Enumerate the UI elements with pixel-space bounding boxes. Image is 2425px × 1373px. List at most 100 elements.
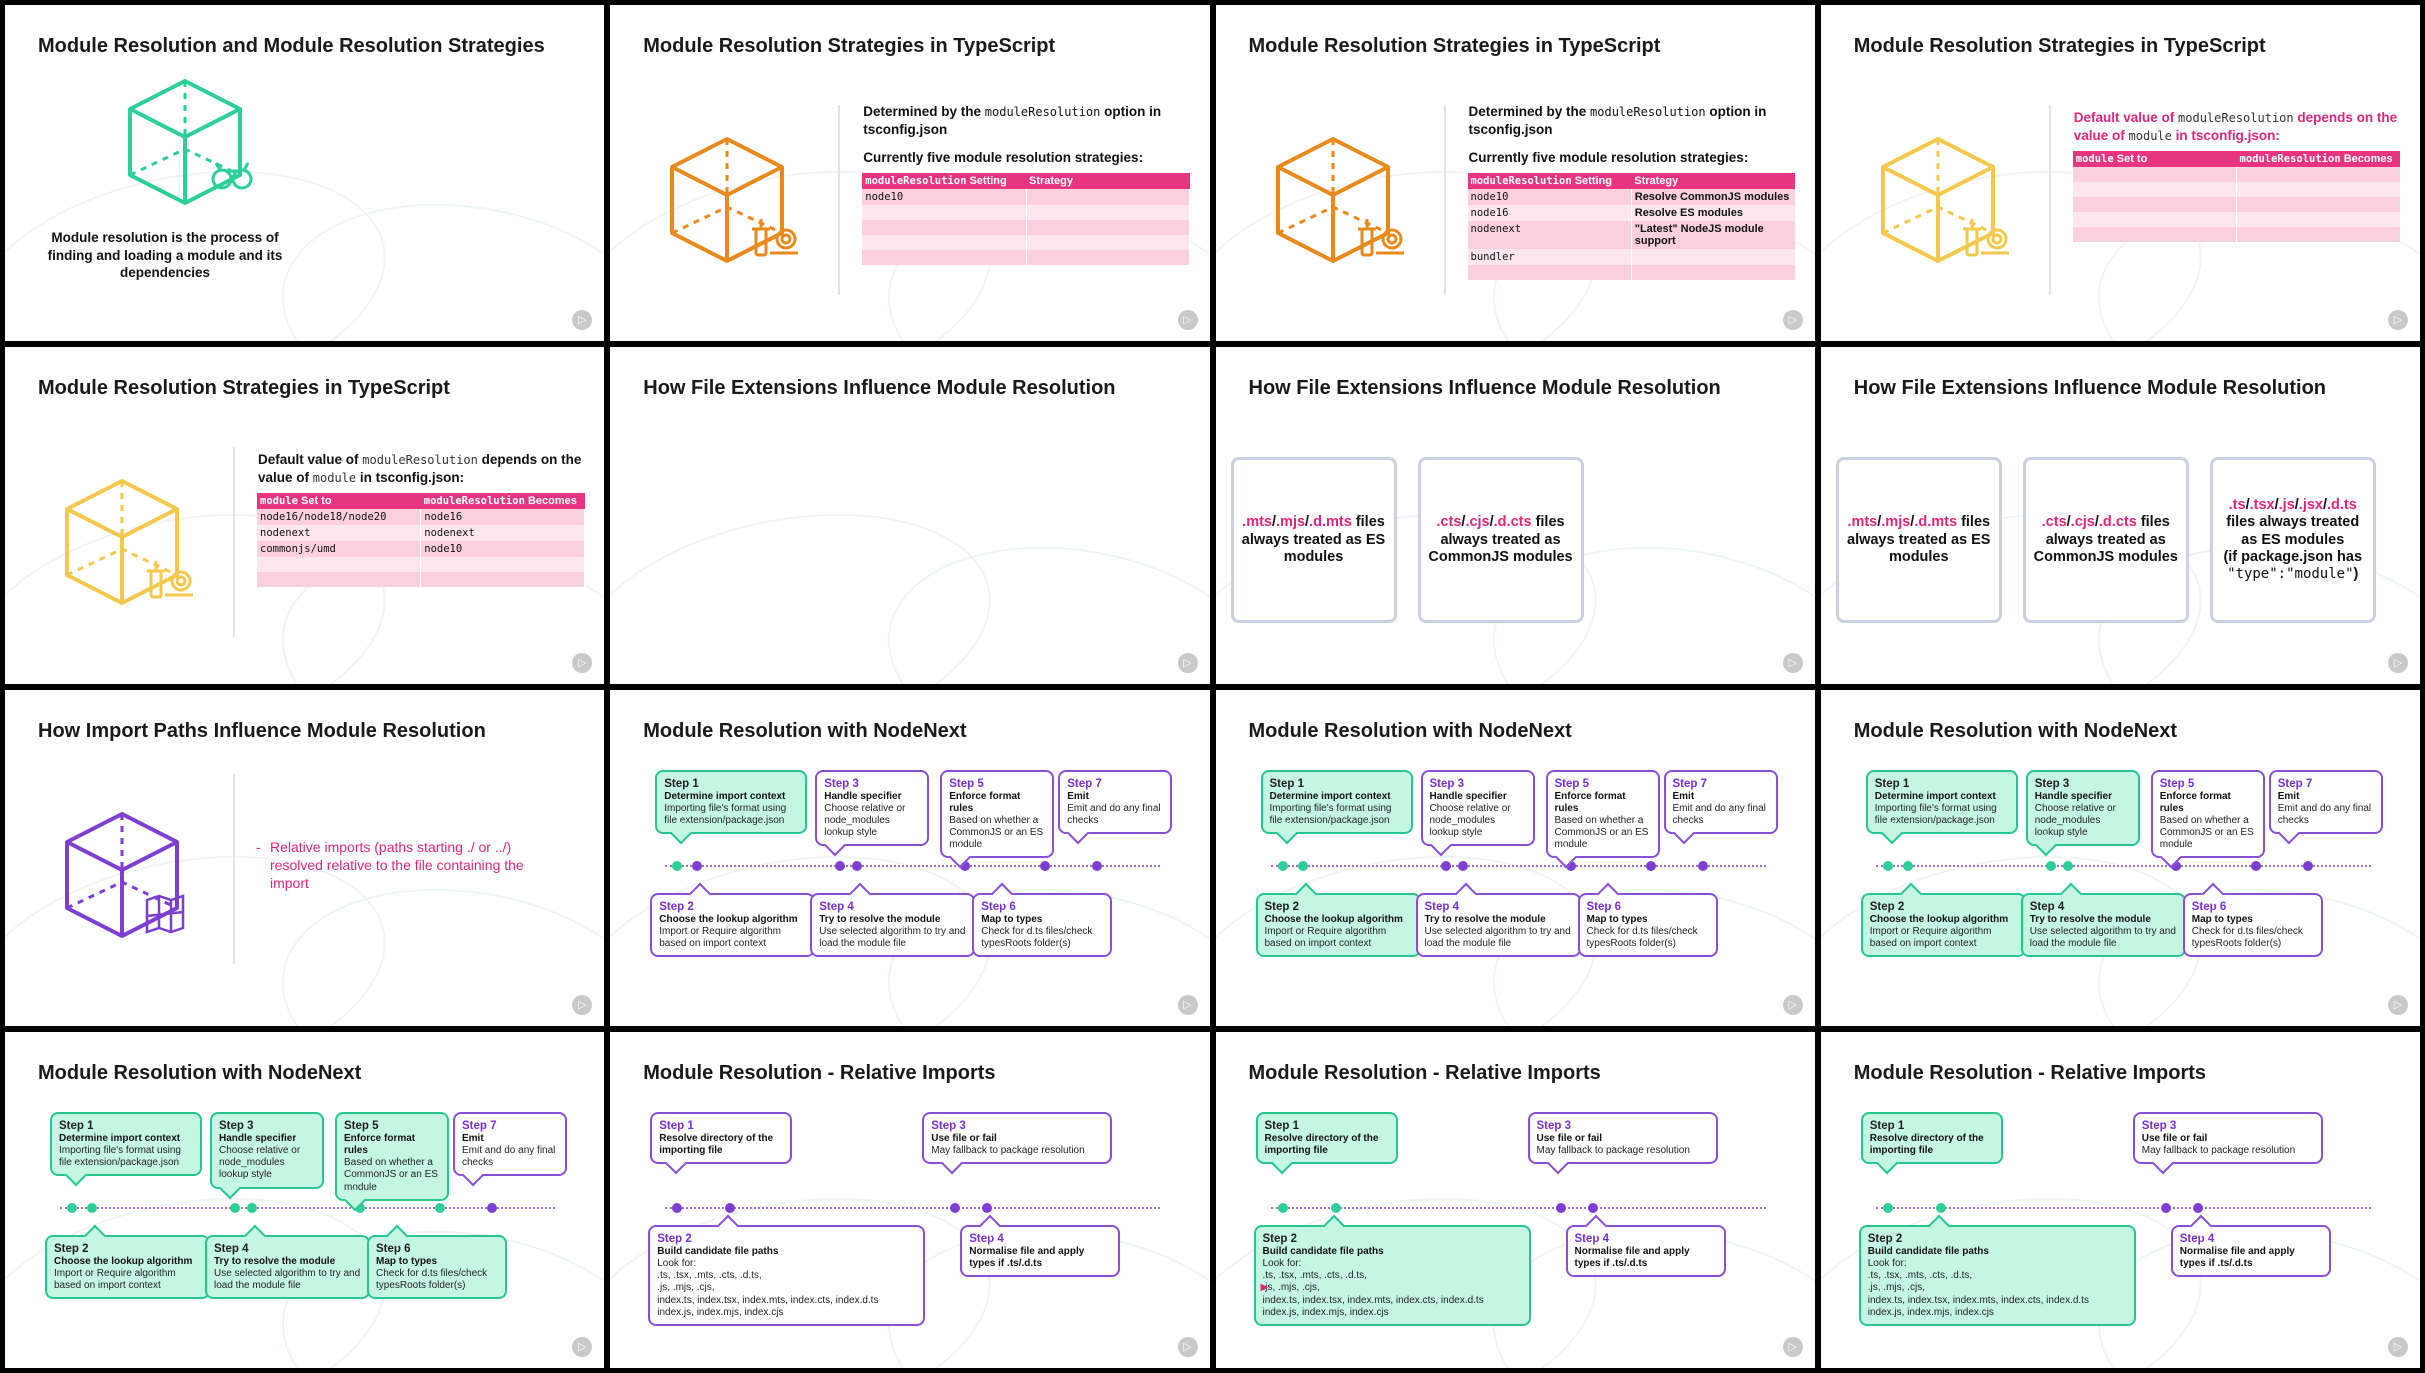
presenter-logo-icon: ▷ — [2388, 994, 2408, 1015]
cube-map-icon — [47, 800, 197, 955]
table-cell — [257, 557, 422, 573]
step-desc: Import or Require algorithm based on imp… — [54, 1267, 176, 1292]
slide-9[interactable]: How Import Paths Influence Module Resolu… — [5, 689, 605, 1026]
step-number: Step 5 — [1554, 777, 1590, 790]
step-desc: Emit and do any final checks — [2277, 802, 2372, 826]
step-title: Enforce format rules — [2159, 790, 2231, 814]
timeline-dot — [1330, 1202, 1341, 1213]
slide-2[interactable]: Module Resolution Strategies in TypeScri… — [610, 5, 1210, 342]
candidate-path: .ts, .tsx, .mts, .cts, .d.ts, — [1867, 1270, 1973, 1282]
step-desc: May fallback to package resolution — [1536, 1144, 1690, 1156]
timeline-dot — [2045, 860, 2056, 871]
timeline-dot — [672, 1202, 683, 1213]
timeline-dot — [355, 1202, 365, 1213]
determined-by-text: Determined by the moduleResolution optio… — [863, 104, 1162, 137]
slide-title: Module Resolution Strategies in TypeScri… — [1248, 35, 1661, 57]
step-desc: Based on whether a CommonJS or an ES mod… — [949, 814, 1044, 851]
table-header-setting: moduleResolution Setting — [862, 173, 1026, 189]
step-number: Step 2 — [659, 900, 694, 913]
table-row: node10 — [862, 189, 1191, 205]
candidate-path: index.js, index.mjs, index.cjs — [1262, 1306, 1389, 1318]
step-desc: Importing file's format using file exten… — [59, 1144, 181, 1169]
step-desc: Emit and do any final checks — [1067, 802, 1161, 826]
slide-15[interactable]: Module Resolution - Relative Imports▷Ste… — [1215, 1031, 1815, 1368]
table-header-module: module Set to — [257, 493, 421, 510]
cube-tools-icon — [47, 467, 197, 622]
step-desc: Choose relative or node_modules lookup s… — [1429, 802, 1511, 839]
slide-16[interactable]: Module Resolution - Relative Imports▷Ste… — [1820, 1031, 2420, 1368]
pointer-icon: ▶ — [1260, 1282, 1269, 1294]
presenter-logo-icon: ▷ — [1782, 310, 1803, 331]
slide-6[interactable]: How File Extensions Influence Module Res… — [610, 347, 1210, 684]
step-number: Step 4 — [1424, 900, 1460, 913]
step-desc: Choose relative or node_modules lookup s… — [824, 802, 906, 839]
step-title: Resolve directory of the importing file — [1264, 1132, 1379, 1156]
table-cell — [862, 205, 1027, 220]
step-desc: Importing file's format using file exten… — [1874, 802, 1997, 826]
presenter-logo-icon: ▷ — [1782, 652, 1803, 673]
slide-3[interactable]: Module Resolution Strategies in TypeScri… — [1215, 5, 1815, 342]
table-row — [862, 220, 1191, 235]
table-cell — [1026, 205, 1191, 220]
step-title: Handle specifier — [1429, 790, 1507, 802]
divider — [2048, 105, 2051, 295]
candidate-path: index.js, index.mjs, index.cjs — [657, 1306, 784, 1318]
slide-4[interactable]: Module Resolution Strategies in TypeScri… — [1820, 5, 2420, 342]
table-row — [257, 557, 585, 573]
step-number: Step 4 — [2029, 900, 2065, 913]
timeline-dot — [1565, 860, 1576, 871]
step-number: Step 2 — [1262, 1232, 1298, 1245]
candidate-path: index.ts, index.tsx, index.mts, index.ct… — [657, 1294, 879, 1306]
divider — [233, 447, 235, 638]
step-desc: Check for d.ts files/check typesRoots fo… — [376, 1267, 488, 1292]
step-number: Step 5 — [2159, 777, 2195, 790]
strategies-count-text: Currently five module resolution strateg… — [1468, 150, 1749, 165]
candidate-path: index.js, index.mjs, index.cjs — [1867, 1306, 1994, 1318]
timeline-dot — [87, 1202, 97, 1213]
step-number: Step 3 — [1429, 777, 1465, 790]
presenter-logo-icon: ▷ — [1177, 310, 1198, 331]
step-number: Step 5 — [344, 1119, 379, 1132]
slide-5[interactable]: Module Resolution Strategies in TypeScri… — [5, 347, 605, 684]
slide-14[interactable]: Module Resolution - Relative Imports▷Ste… — [610, 1031, 1210, 1368]
step-number: Step 2 — [657, 1232, 692, 1245]
slide-1[interactable]: Module Resolution and Module Resolution … — [5, 5, 605, 342]
slide-title: Module Resolution with NodeNext — [1248, 719, 1572, 742]
step-title: Resolve directory of the importing file — [1869, 1132, 1984, 1156]
step-desc: Look for: — [657, 1257, 697, 1269]
step-number: Step 3 — [219, 1119, 254, 1132]
slide-7[interactable]: How File Extensions Influence Module Res… — [1215, 347, 1815, 684]
table-row — [862, 235, 1191, 250]
step-number: Step 1 — [1269, 777, 1305, 790]
slide-title: Module Resolution Strategies in TypeScri… — [643, 35, 1056, 57]
step-desc: Importing file's format using file exten… — [664, 802, 787, 826]
candidate-path: .ts, .tsx, .mts, .cts, .d.ts, — [1262, 1270, 1367, 1282]
table-cell — [1026, 189, 1191, 205]
step-number: Step 4 — [969, 1232, 1004, 1245]
step-desc: Use selected algorithm to try and load t… — [214, 1267, 361, 1292]
candidate-path: ▶.js, .mjs, .cjs, — [1260, 1282, 1320, 1294]
presenter-logo-icon: ▷ — [1177, 652, 1198, 673]
timeline-dot — [1277, 860, 1288, 871]
table-header-setting: moduleResolution Setting — [1467, 173, 1632, 189]
slide-title: Module Resolution Strategies in TypeScri… — [1853, 35, 2266, 57]
step-desc: Import or Require algorithm based on imp… — [1264, 925, 1387, 949]
step-number: Step 1 — [1869, 1119, 1905, 1132]
timeline-line — [1270, 864, 1766, 867]
timeline-dot — [1092, 860, 1103, 871]
table-cell: node10 — [420, 541, 585, 558]
slide-8[interactable]: How File Extensions Influence Module Res… — [1820, 347, 2420, 684]
